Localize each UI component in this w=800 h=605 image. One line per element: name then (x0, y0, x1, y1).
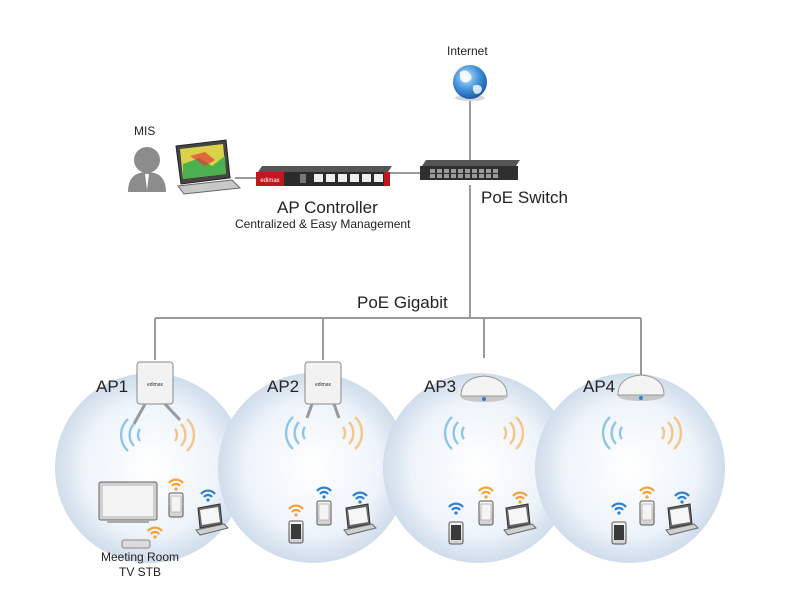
globe-icon (453, 65, 487, 101)
ap4-coverage (535, 373, 725, 563)
network-cabling (154, 100, 642, 375)
internet-label: Internet (447, 44, 488, 58)
ap-controller-subtitle: Centralized & Easy Management (235, 217, 411, 231)
phone-icon (316, 500, 332, 526)
management-laptop-icon (175, 139, 242, 195)
ap2-brand: edimax (315, 382, 332, 388)
poe-switch-device (420, 160, 520, 180)
ap2-device: edimax (304, 361, 342, 419)
mis-label: MIS (134, 124, 156, 138)
tv-stb-label: TV STB (118, 565, 161, 579)
ap1-brand: edimax (147, 382, 164, 388)
poe-switch-label: PoE Switch (481, 188, 568, 207)
ap1-label: AP1 (96, 377, 129, 396)
ap4-label: AP4 (583, 377, 616, 396)
set-top-box-icon (121, 539, 151, 549)
tablet-icon (448, 521, 464, 545)
phone-icon (478, 500, 494, 526)
tv-icon (98, 481, 158, 523)
ap-controller-device: edimax (256, 166, 392, 186)
ap-controller-title: AP Controller (277, 198, 378, 217)
tablet-icon (611, 521, 627, 545)
controller-brand: edimax (260, 178, 279, 184)
ap3-device (460, 375, 508, 402)
ap4-device (617, 374, 665, 401)
ap1-device: edimax (132, 361, 182, 425)
phone-icon (639, 500, 655, 526)
tablet-icon (288, 520, 304, 544)
meeting-room-label: Meeting Room (100, 550, 180, 564)
poe-gigabit-label: PoE Gigabit (357, 293, 448, 312)
phone-icon (168, 492, 184, 518)
ap2-label: AP2 (267, 377, 300, 396)
ap3-label: AP3 (424, 377, 457, 396)
user-icon (128, 147, 166, 192)
